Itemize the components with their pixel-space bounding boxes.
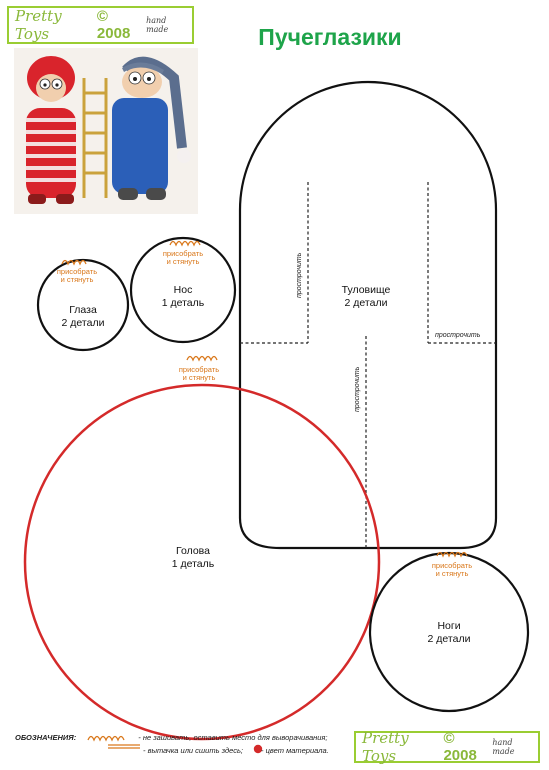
stitch-note-center: прострочить: [354, 366, 361, 412]
piece-label-body: Туловище 2 детали: [318, 284, 414, 310]
legend-item-2: - вытачка или сшить здесь;: [143, 746, 244, 755]
piece-count: 2 детали: [61, 317, 105, 329]
logo-year: © 2008: [96, 8, 131, 42]
piece-name: Глаза: [69, 304, 97, 316]
legend-row-1: ОБОЗНАЧЕНИЯ: - не зашивать, оставить мес…: [15, 731, 355, 744]
piece-label-head: Голова 1 деталь: [145, 545, 241, 571]
gather-line2: и стянуть: [166, 257, 200, 266]
piece-label-nose: Нос 1 деталь: [140, 284, 226, 310]
gather-note-eyes: присобрать и стянуть: [49, 268, 105, 284]
piece-name: Ноги: [437, 620, 461, 632]
gather-line1: присобрать: [56, 267, 98, 276]
logo-hand: hand made: [492, 738, 515, 756]
gather-note-head: присобрать и стянуть: [171, 366, 227, 382]
toys-photo: [14, 48, 198, 214]
gather-note-nose: присобрать и стянуть: [155, 250, 211, 266]
gather-line2: и стянуть: [60, 275, 94, 284]
page-title: Пучеглазики: [258, 24, 402, 50]
nose-outline: [129, 236, 237, 344]
legend-item-1: - не зашивать, оставить место для вывора…: [138, 733, 328, 742]
piece-name: Голова: [176, 545, 210, 557]
gather-line1: присобрать: [162, 249, 204, 258]
gather-note-legs: присобрать и стянуть: [424, 562, 480, 578]
piece-label-legs: Ноги 2 детали: [404, 620, 494, 646]
gather-line2: и стянуть: [182, 373, 216, 382]
logo-top: Pretty Toys © 2008 hand made: [7, 6, 194, 44]
body-outline: [238, 80, 498, 550]
piece-name: Нос: [173, 284, 193, 296]
stitch-note-left: прострочить: [296, 252, 303, 298]
logo-year: © 2008: [443, 730, 477, 764]
legend-item-3: - цвет материала.: [261, 746, 329, 755]
gather-line2: и стянуть: [435, 569, 469, 578]
legend-label: ОБОЗНАЧЕНИЯ:: [15, 733, 77, 742]
piece-name: Туловище: [341, 284, 391, 296]
piece-count: 2 детали: [427, 633, 471, 645]
head-outline: [23, 383, 381, 741]
legend-row-2: - вытачка или сшить здесь; - цвет матери…: [15, 744, 355, 757]
legs-outline: [368, 551, 530, 713]
gather-line1: присобрать: [178, 365, 220, 374]
logo-hand: hand made: [146, 16, 169, 34]
stitch-lines: [240, 182, 496, 548]
stitch-note-right: прострочить: [435, 332, 481, 339]
gather-line1: присобрать: [431, 561, 473, 570]
gather-marks: [61, 240, 468, 558]
piece-count: 1 деталь: [171, 558, 215, 570]
piece-count: 1 деталь: [161, 297, 205, 309]
piece-label-eyes: Глаза 2 детали: [40, 304, 126, 330]
logo-bottom: Pretty Toys © 2008 hand made: [354, 729, 540, 765]
logo-script: Pretty Toys: [15, 7, 62, 43]
piece-count: 2 детали: [344, 297, 388, 309]
legend: ОБОЗНАЧЕНИЯ: - не зашивать, оставить мес…: [15, 731, 355, 757]
logo-script: Pretty Toys: [362, 729, 409, 765]
